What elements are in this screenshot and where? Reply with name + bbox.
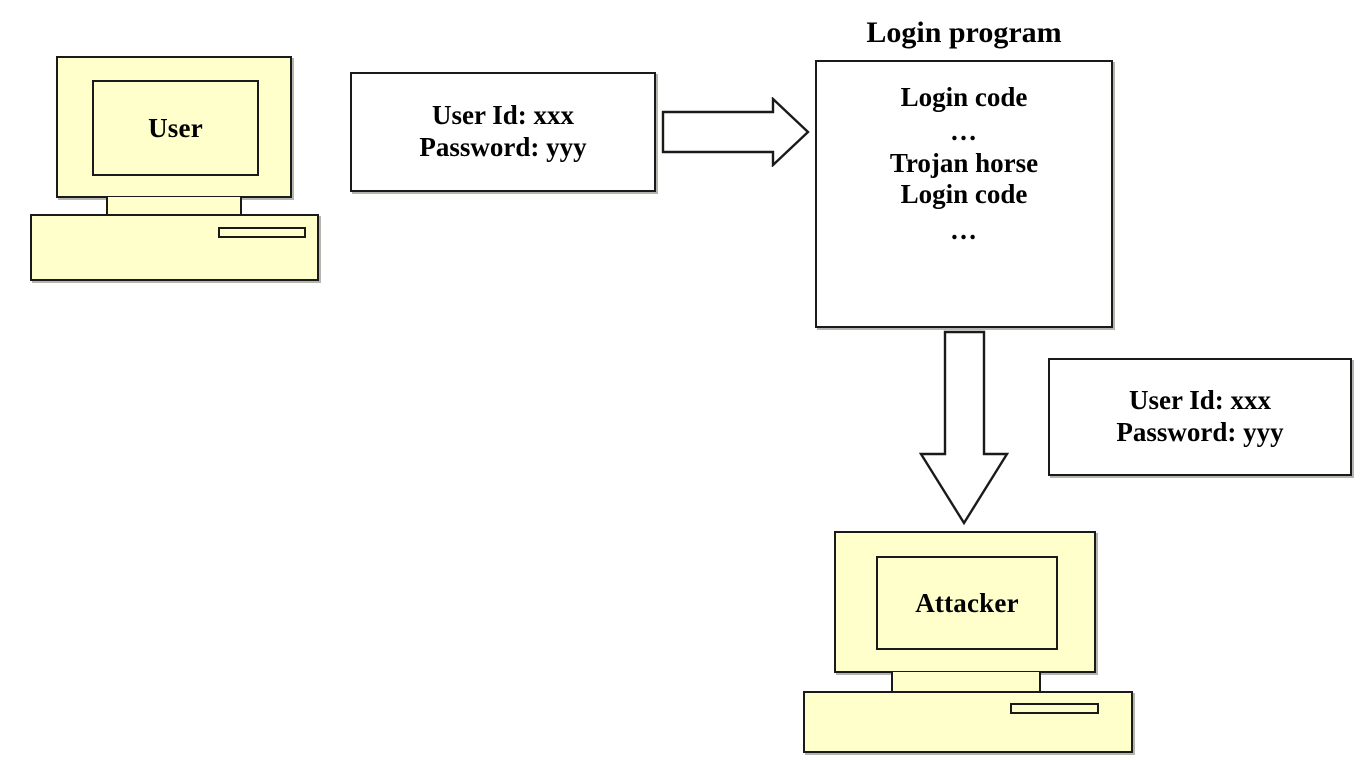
user-monitor-stand	[106, 197, 242, 215]
login-program-box: Login code … Trojan horse Login code …	[815, 60, 1113, 328]
user-computer-base	[30, 214, 319, 281]
credentials-sent-box: User Id: xxx Password: yyy	[350, 72, 656, 192]
user-monitor-screen: User	[92, 80, 259, 176]
user-screen-label: User	[148, 112, 203, 143]
login-program-line-1: Login code	[900, 82, 1028, 112]
credentials-sent-password: Password: yyy	[419, 132, 587, 162]
login-program-line-5: …	[950, 214, 978, 245]
attacker-monitor-bezel: Attacker	[834, 531, 1096, 673]
credentials-stolen-password: Password: yyy	[1116, 417, 1284, 447]
arrow-down-icon	[918, 330, 1010, 526]
attacker-screen-label: Attacker	[915, 587, 1019, 618]
login-program-line-4: Login code	[900, 178, 1028, 209]
user-floppy-slot-icon	[218, 227, 306, 238]
credentials-leak-arrow	[918, 330, 1010, 526]
credentials-stolen-userid: User Id: xxx	[1128, 385, 1271, 416]
user-computer: User	[28, 56, 328, 286]
credentials-input-arrow	[661, 97, 811, 167]
attacker-computer-base	[803, 691, 1133, 753]
credentials-stolen-box: User Id: xxx Password: yyy	[1048, 358, 1352, 476]
attacker-monitor-stand	[891, 672, 1041, 692]
user-monitor-bezel: User	[56, 56, 292, 198]
login-program-line-3: Trojan horse	[889, 148, 1039, 179]
login-program-line-2: …	[950, 116, 978, 147]
attacker-computer: Attacker	[801, 531, 1141, 757]
credentials-sent-userid: User Id: xxx	[431, 100, 574, 131]
attacker-monitor-screen: Attacker	[876, 556, 1058, 650]
arrow-right-icon	[661, 97, 810, 167]
attacker-floppy-slot-icon	[1010, 703, 1099, 714]
login-program-caption: Login program	[866, 16, 1062, 49]
